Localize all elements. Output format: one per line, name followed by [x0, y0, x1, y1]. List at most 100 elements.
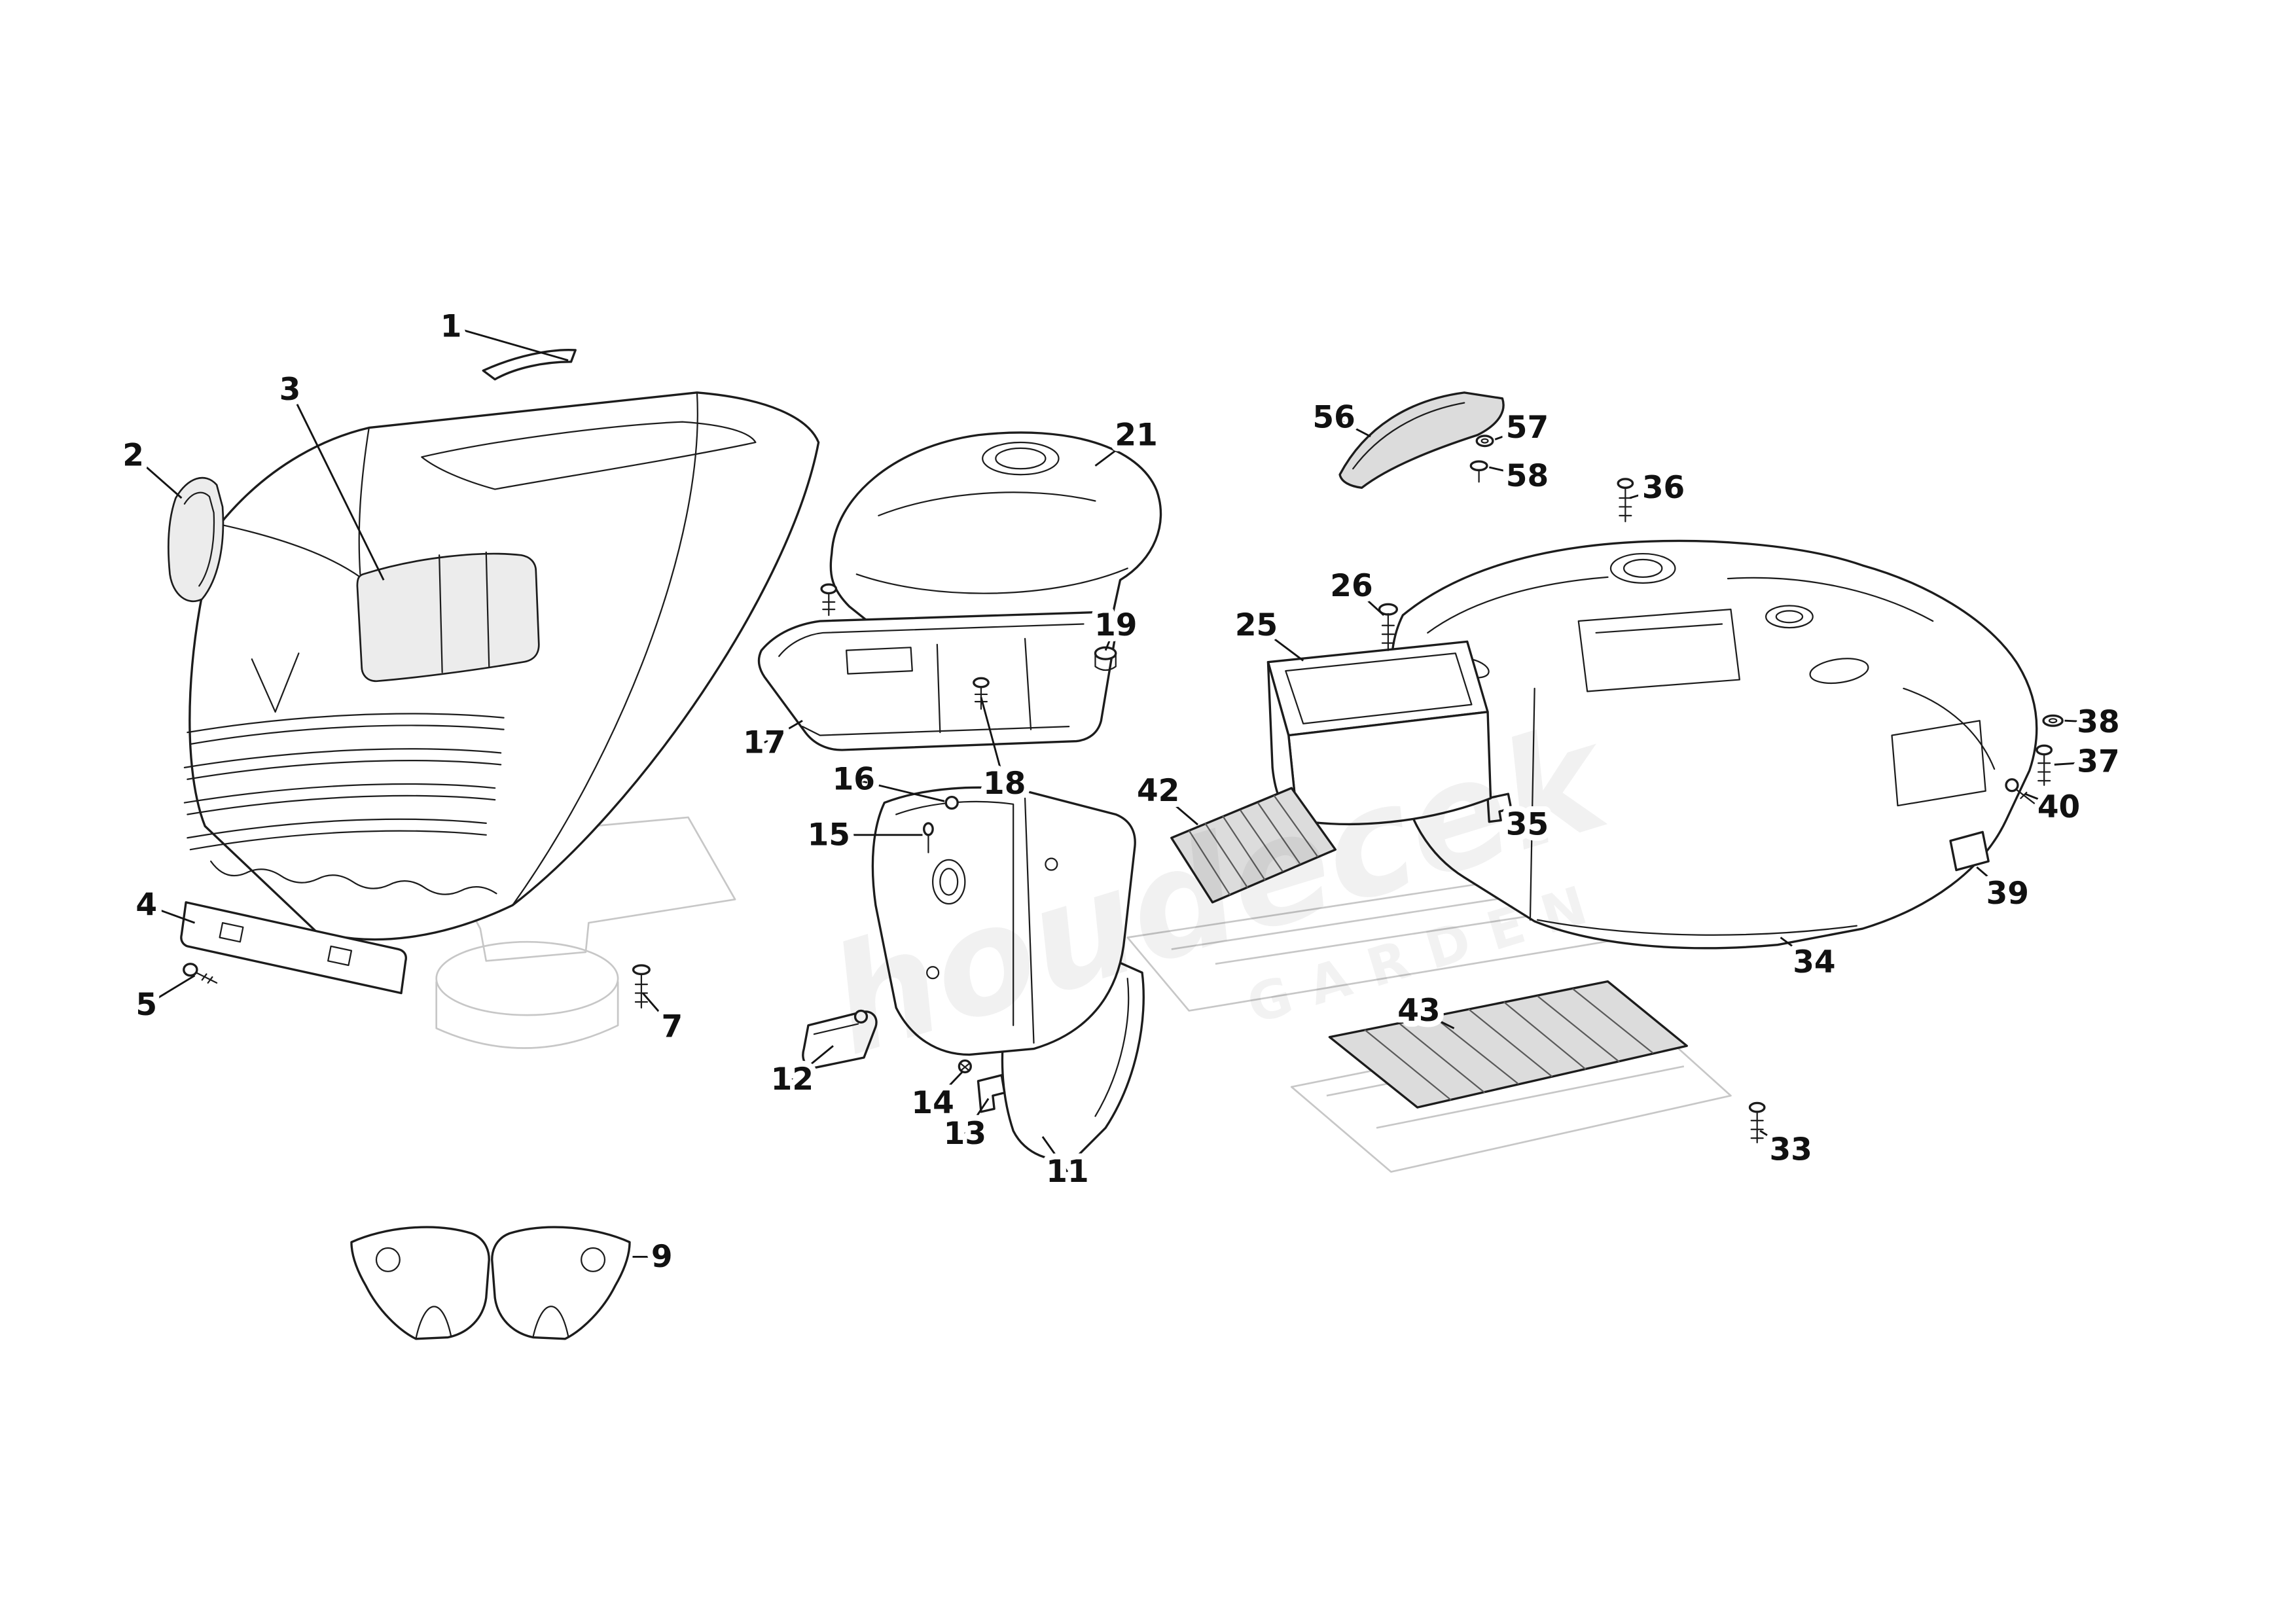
hood-top-inset: [421, 421, 757, 490]
vent-plate-42-body: [1170, 787, 1337, 904]
engine-cover-contour: [878, 491, 1096, 516]
part-18-screw: [973, 677, 990, 710]
part-3-headlight-lens: [356, 552, 540, 683]
grille-slat-1: [187, 713, 505, 745]
part-number-40: 40: [2037, 789, 2080, 825]
part-number-11: 11: [1046, 1154, 1088, 1190]
leader-line-38: [2064, 719, 2099, 723]
fender-front-crease: [1529, 687, 1535, 921]
decal-right-hole: [581, 1247, 606, 1272]
decal-right-notch: [532, 1306, 569, 1338]
ghost-pulley-side: [435, 981, 619, 1049]
part-number-12: 12: [771, 1061, 814, 1097]
console-screw-b: [1045, 857, 1058, 871]
part-19-cap: [1094, 646, 1117, 671]
part-21-engine-cover: [829, 431, 1162, 662]
fuel-cap-outer: [1609, 552, 1676, 584]
fender-body: [1390, 539, 2038, 950]
part-1-hood-trim-strip: [482, 348, 577, 381]
part-16-console: [871, 786, 1136, 1056]
part-number-13: 13: [944, 1116, 986, 1152]
footrest-plate-43-body: [1328, 980, 1688, 1109]
part-number-16: 16: [833, 761, 875, 797]
part-42-vent-plate: [1170, 787, 1337, 904]
rivet-58-head: [1469, 460, 1488, 472]
leader-line-12: [791, 1044, 834, 1080]
leader-line-2: [132, 455, 183, 499]
leader-line-58: [1488, 466, 1528, 477]
screw-33-head: [1748, 1101, 1766, 1113]
part-17-dash-panel: [757, 583, 1117, 751]
leader-line-18: [980, 697, 1006, 784]
part-9-decals: [350, 1226, 631, 1340]
leader-line-35: [1501, 809, 1528, 826]
leader-line-40: [2024, 793, 2060, 808]
leader-line-19: [1104, 625, 1117, 651]
trim-56-inner: [1352, 402, 1465, 470]
bracket-39-body: [1949, 830, 1990, 872]
console-emblem-outer: [932, 859, 966, 905]
part-43-footrest-plate: [1328, 980, 1688, 1109]
dash-panel-inner: [778, 623, 1085, 736]
fender-right-ridge: [1727, 577, 1934, 622]
decal-left-hole: [375, 1247, 401, 1272]
screw-26-shaft: [1381, 613, 1395, 651]
screw-33-shaft: [1750, 1111, 1764, 1143]
seat-platform-line: [1595, 623, 1723, 634]
leader-line-37: [2054, 760, 2099, 766]
screw-5-shaft: [195, 972, 218, 984]
engine-cover-hole-outer: [982, 441, 1060, 476]
part-33-screw: [1748, 1101, 1766, 1143]
part-number-26: 26: [1330, 568, 1372, 604]
part-number-25: 25: [1235, 607, 1278, 643]
leader-line-21: [1094, 434, 1137, 467]
console-screw-a: [926, 966, 940, 980]
part-number-33: 33: [1769, 1132, 1812, 1168]
washer-38-inner: [2048, 718, 2058, 724]
part-number-17: 17: [743, 724, 785, 760]
leader-line-4: [146, 904, 196, 924]
part-number-14: 14: [911, 1085, 954, 1121]
dash-panel-body: [757, 611, 1117, 751]
screw-36-shaft: [1619, 487, 1632, 522]
leader-line-13: [964, 1097, 990, 1135]
leader-line-39: [1976, 866, 2009, 895]
dash-panel-slot: [846, 647, 913, 675]
console-body: [871, 786, 1136, 1056]
part-56-trim-strip: [1338, 391, 1505, 490]
decal-left-notch: [415, 1306, 452, 1340]
part-13-clip: [977, 1074, 1006, 1113]
part-4-bracket: [180, 901, 407, 995]
part-number-42: 42: [1137, 773, 1179, 809]
part-number-43: 43: [1397, 993, 1440, 1029]
part-number-19: 19: [1094, 607, 1137, 643]
fender-left-ridge: [1427, 576, 1609, 634]
leader-line-7: [642, 992, 673, 1027]
leader-line-43: [1418, 1010, 1455, 1029]
part-number-56: 56: [1312, 399, 1355, 435]
part-number-4: 4: [135, 887, 157, 923]
part-38-washer: [2042, 714, 2064, 727]
trim-56-body: [1338, 391, 1505, 490]
leader-line-14: [932, 1071, 963, 1104]
part-number-36: 36: [1642, 470, 1685, 506]
screw-16-head: [944, 795, 959, 810]
part-14-screw: [958, 1059, 972, 1074]
leader-line-5: [145, 974, 196, 1006]
clip-35-body: [1486, 793, 1513, 823]
leader-line-57: [1494, 427, 1528, 440]
handle-slot-right: [1809, 658, 1869, 685]
vent-plate-42-ribs: [1188, 794, 1319, 896]
decal-left: [350, 1226, 490, 1340]
dash-panel-lines: [936, 637, 1032, 734]
engine-cover-waist: [855, 567, 1128, 594]
leader-line-34: [1780, 936, 1815, 963]
bracket-4-slot-2: [327, 945, 353, 967]
leader-line-33: [1759, 1130, 1791, 1151]
hood-front-crease: [219, 524, 361, 578]
leader-line-26: [1350, 585, 1385, 616]
footrest-plate-43-ribs: [1364, 988, 1654, 1101]
grille-slat-2: [183, 748, 502, 780]
leader-line-56: [1333, 416, 1371, 438]
part-34-rear-fender: [1390, 539, 2038, 950]
